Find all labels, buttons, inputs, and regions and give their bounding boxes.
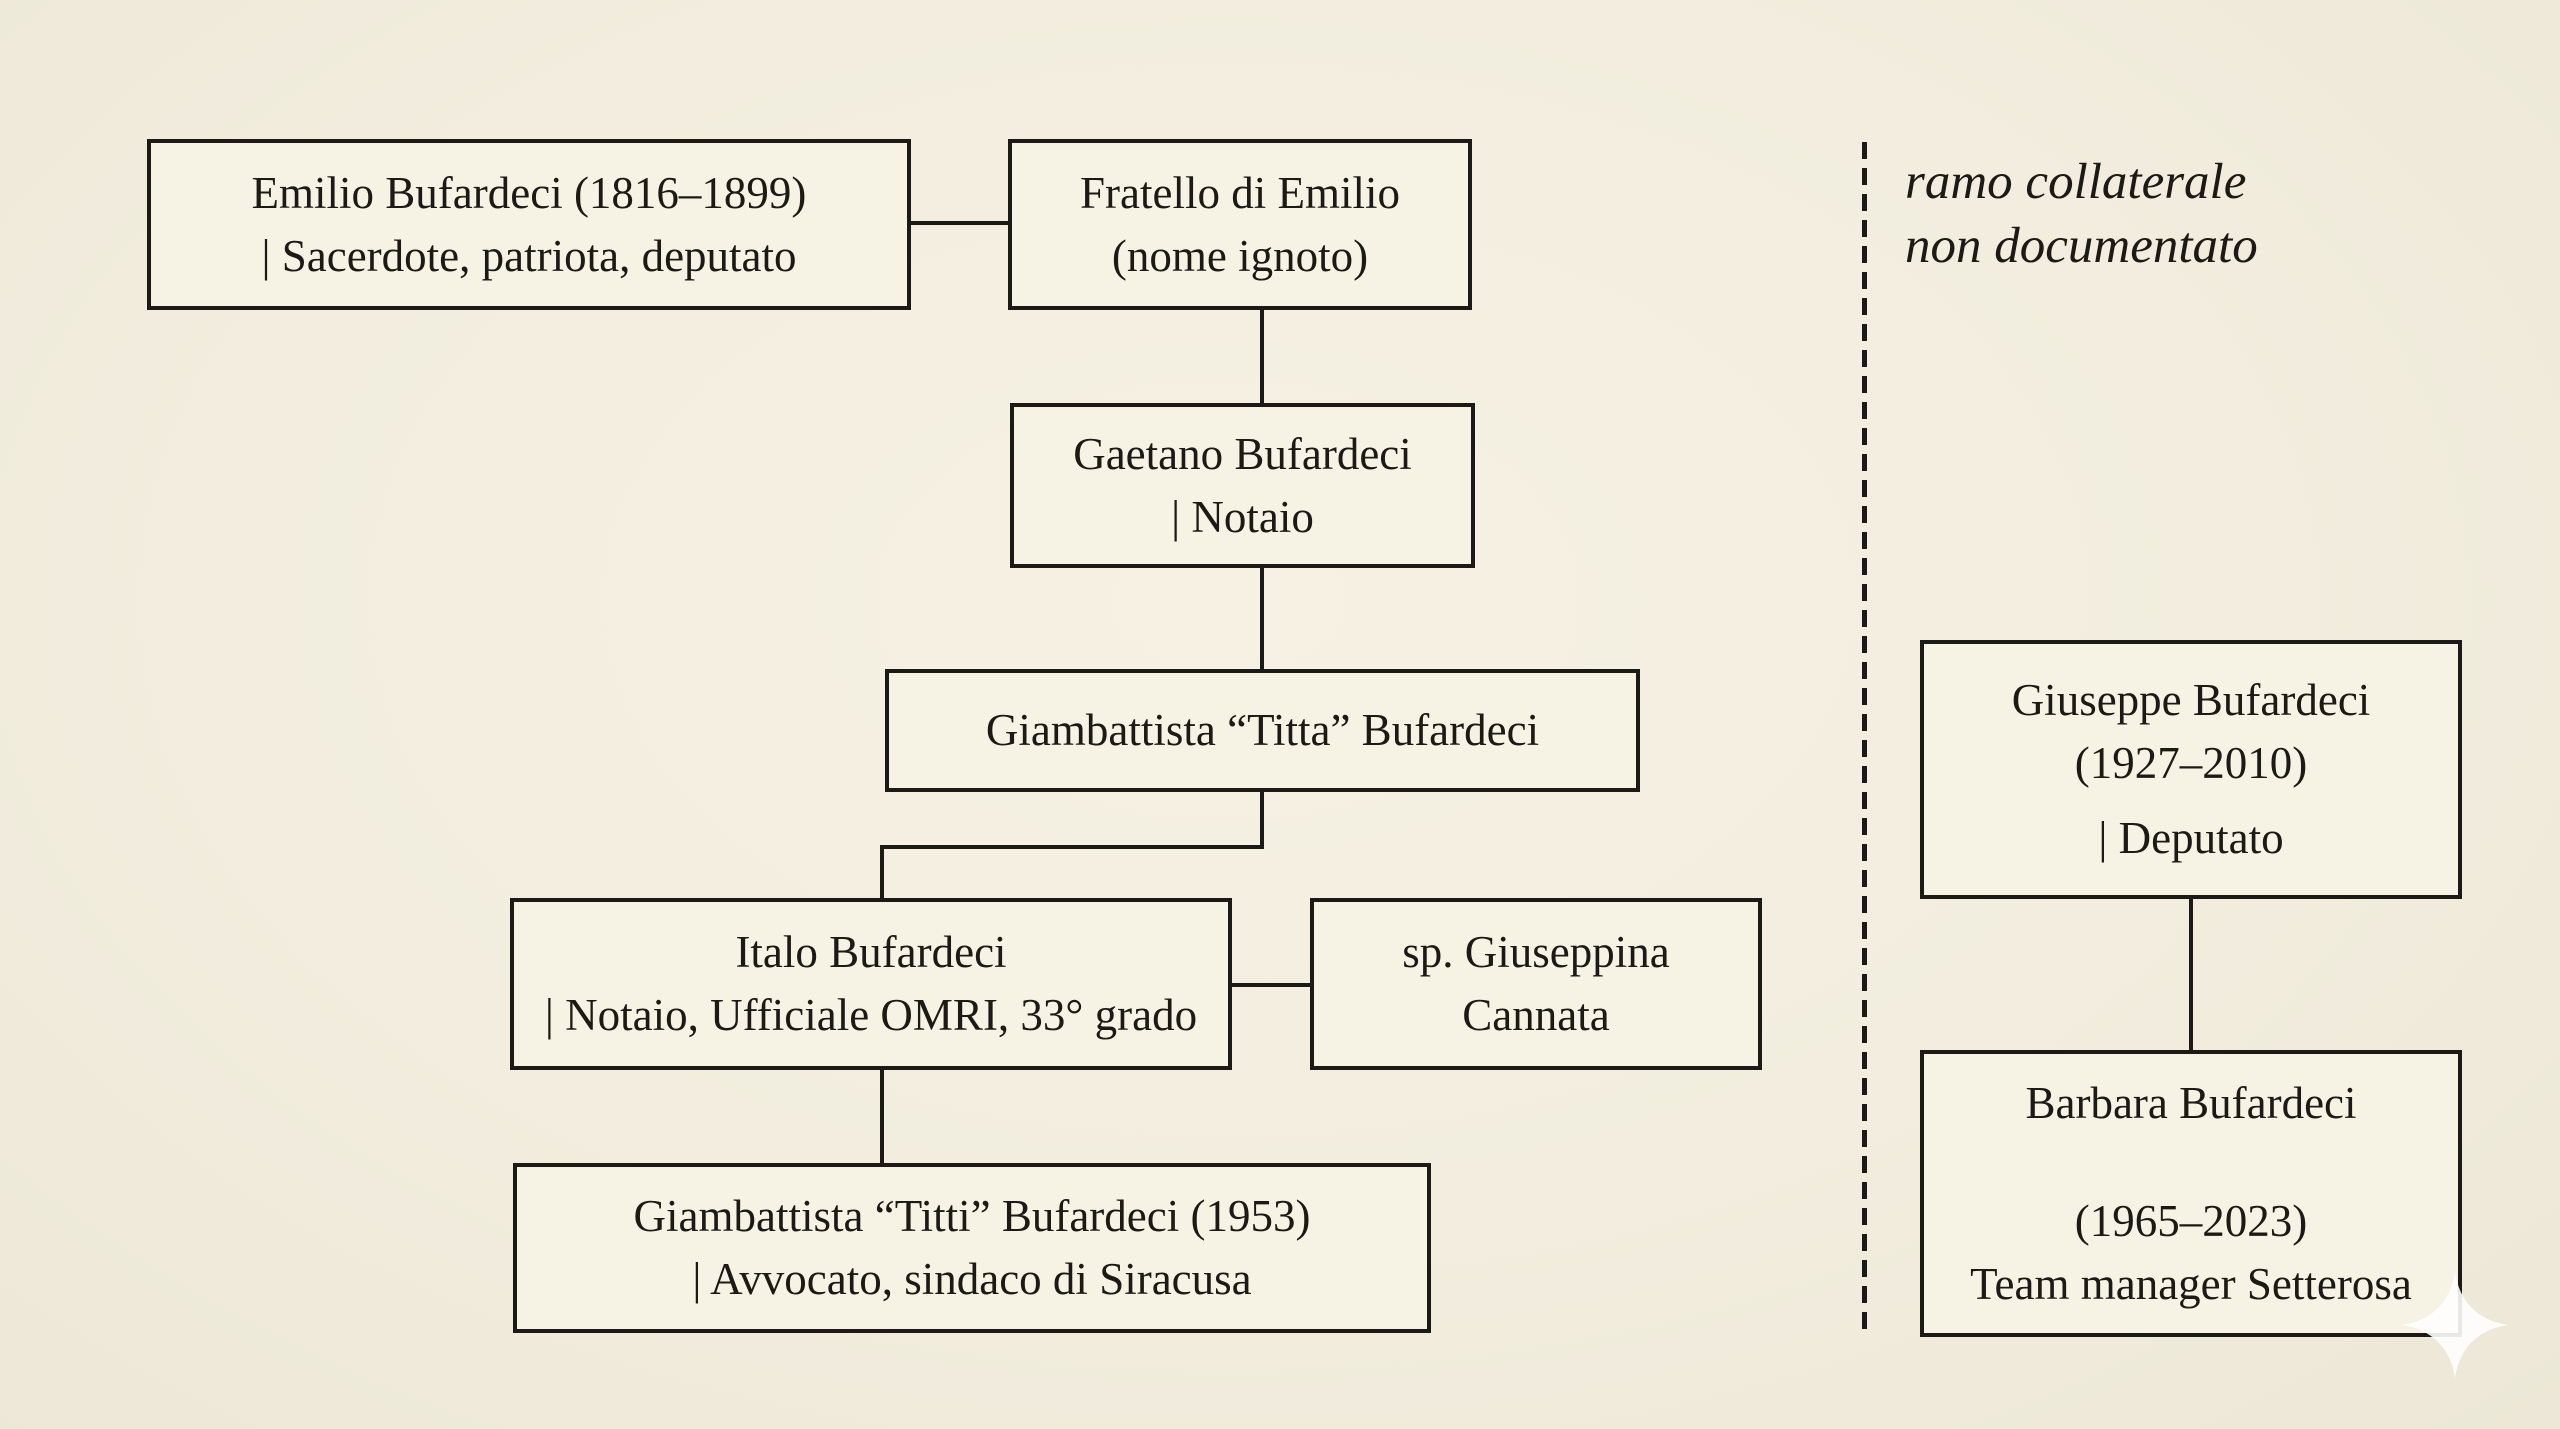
person-name2: Cannata <box>1462 990 1610 1040</box>
node-giuseppina-cannata: sp. Giuseppina Cannata <box>1310 898 1762 1070</box>
connector-titta-italo-jog <box>880 845 1264 849</box>
node-fratello-di-emilio: Fratello di Emilio (nome ignoto) <box>1008 139 1472 310</box>
node-italo-bufardeci: Italo Bufardeci | Notaio, Ufficiale OMRI… <box>510 898 1232 1070</box>
node-giambattista-titta-bufardeci: Giambattista “Titta” Bufardeci <box>885 669 1640 792</box>
sparkle-watermark-icon <box>2402 1272 2508 1378</box>
person-title: | Notaio, Ufficiale OMRI, 33° grado <box>544 990 1198 1040</box>
person-title: | Sacerdote, patriota, deputato <box>261 230 797 281</box>
person-dates: (1927–2010) <box>2074 738 2308 788</box>
person-title: | Avvocato, sindaco di Siracusa <box>692 1254 1252 1304</box>
person-name: Fratello di Emilio <box>1080 167 1400 218</box>
connector-fratello-gaetano <box>1260 310 1264 405</box>
person-name: Emilio Bufardeci (1816–1899) <box>251 167 807 218</box>
person-name: Barbara Bufardeci <box>2025 1077 2357 1128</box>
connector-giuseppe-barbara <box>2189 899 2193 1052</box>
person-name: Giambattista “Titti” Bufardeci (1953) <box>633 1191 1311 1241</box>
person-title: | Notaio <box>1171 491 1314 542</box>
person-title: Team manager Setterosa <box>1970 1258 2412 1309</box>
collateral-note-line2: non documentato <box>1905 218 2258 274</box>
connector-italo-rise <box>880 845 884 900</box>
person-dates: (1965–2023) <box>2074 1195 2308 1246</box>
collateral-note-line1: ramo collaterale <box>1905 154 2247 210</box>
connector-italo-giuseppina <box>1232 983 1310 987</box>
person-name: Italo Bufardeci <box>735 927 1007 977</box>
node-giambattista-titti-bufardeci: Giambattista “Titti” Bufardeci (1953) | … <box>513 1163 1431 1333</box>
person-title: | Deputato <box>2098 813 2284 863</box>
node-emilio-bufardeci: Emilio Bufardeci (1816–1899) | Sacerdote… <box>147 139 911 310</box>
node-gaetano-bufardeci: Gaetano Bufardeci | Notaio <box>1010 403 1475 568</box>
connector-titta-drop <box>1260 792 1264 849</box>
dashed-branch-divider <box>1862 142 1867 1338</box>
person-name: Gaetano Bufardeci <box>1073 428 1412 479</box>
person-note: (nome ignoto) <box>1111 230 1369 281</box>
connector-emilio-fratello <box>911 221 1008 225</box>
person-name: Giuseppe Bufardeci <box>2011 675 2371 725</box>
node-giuseppe-bufardeci: Giuseppe Bufardeci (1927–2010) | Deputat… <box>1920 640 2462 899</box>
person-name: sp. Giuseppina <box>1402 927 1670 977</box>
collateral-branch-note: ramo collaterale non documentato <box>1905 150 2258 278</box>
person-name: Giambattista “Titta” Bufardeci <box>985 705 1540 755</box>
connector-gaetano-titta <box>1260 568 1264 671</box>
node-barbara-bufardeci: Barbara Bufardeci (1965–2023) Team manag… <box>1920 1050 2462 1337</box>
connector-italo-titti <box>880 1070 884 1165</box>
